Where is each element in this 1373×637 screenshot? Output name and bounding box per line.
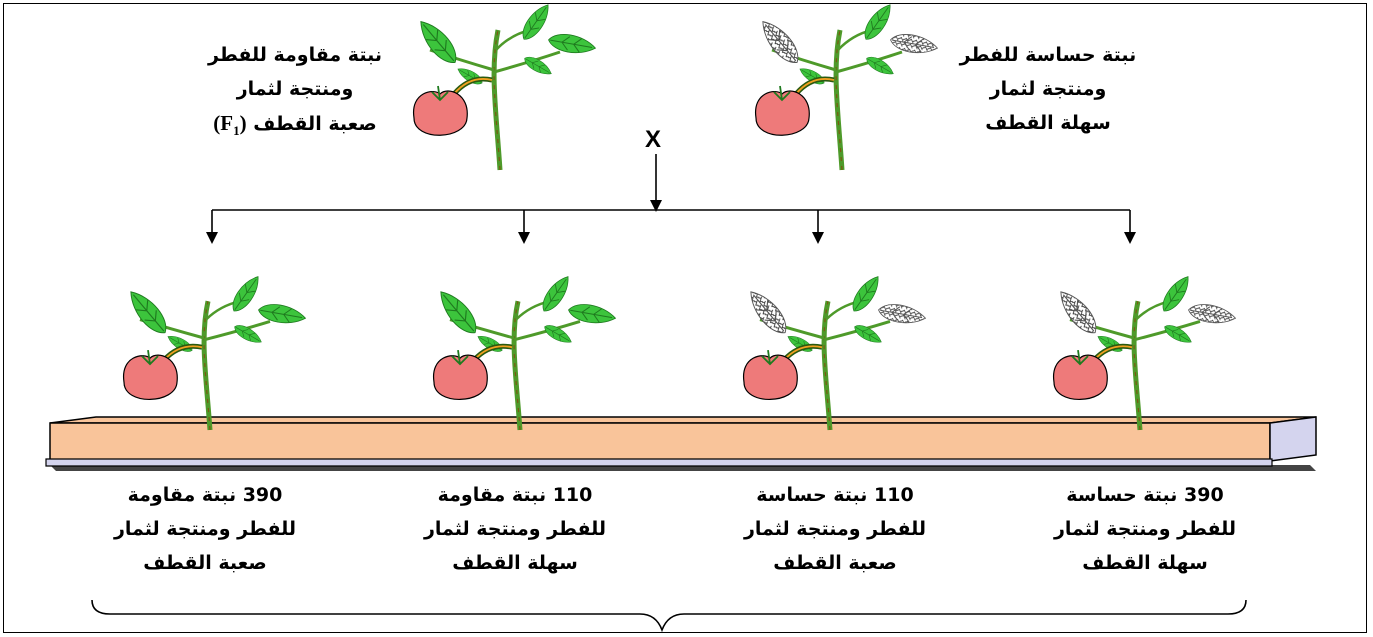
- leaf-left-icon: [122, 285, 174, 340]
- leaf-top-icon: [1157, 271, 1195, 316]
- parent-left-label: نبتة مقاومة للفطر ومنتجة لثمار صعبة القط…: [180, 38, 410, 148]
- offspring-4-count: 390: [1184, 484, 1224, 506]
- offspring-1-line-1: 390 نبتة مقاومة: [70, 478, 340, 512]
- plant-stem: [821, 300, 833, 431]
- offspring-2-line-1-text: نبتة مقاومة: [437, 484, 547, 506]
- tomato-plant-offspring-1: [122, 271, 308, 431]
- offspring-3-count: 110: [874, 484, 914, 506]
- infected-leaf-icon: [742, 285, 794, 340]
- generation-label-letter: (F: [213, 111, 234, 135]
- tomato-plant-offspring-2: [432, 271, 618, 431]
- offspring-2-line-2: للفطر ومنتجة لثمار: [423, 518, 607, 540]
- offspring-4-line-3: سهلة القطف: [1082, 552, 1208, 574]
- plant-stem: [201, 300, 213, 431]
- offspring-2-count: 110: [552, 484, 593, 506]
- infected-leaf-icon: [1052, 285, 1104, 340]
- tomato-fruit-icon: [433, 354, 488, 401]
- diagram-frame: [3, 3, 1367, 633]
- plant-stem: [511, 300, 523, 431]
- cross-symbol: X: [645, 126, 662, 153]
- leaf-top-icon: [847, 271, 885, 316]
- leaf-top-icon: [859, 0, 897, 45]
- offspring-1-line-3: صعبة القطف: [143, 552, 267, 574]
- tomato-plant-parent-left: [412, 0, 598, 171]
- fruit-stalk-stripe: [795, 78, 835, 95]
- parent-left-line-2: ومنتجة لثمار: [236, 78, 354, 100]
- parent-right-line-3: سهلة القطف: [985, 112, 1111, 134]
- offspring-arrows: [206, 210, 1136, 244]
- offspring-4-line-1: 390 نبتة حساسة: [1010, 478, 1280, 512]
- tomato-calyx-icon: [141, 350, 159, 366]
- parent-right-line-1: نبتة حساسة للفطر: [959, 44, 1137, 66]
- offspring-1-count: 390: [242, 484, 283, 506]
- parent-left-line-3: صعبة القطف (F1): [180, 106, 410, 148]
- offspring-3-line-2: للفطر ومنتجة لثمار: [743, 518, 927, 540]
- leaf-top-icon: [517, 0, 555, 45]
- offspring-4-line-2: للفطر ومنتجة لثمار: [1053, 518, 1237, 540]
- plant-stem: [1131, 300, 1143, 431]
- tomato-plant-offspring-3: [742, 271, 928, 431]
- tomato-calyx-icon: [451, 350, 469, 366]
- offspring-2-line-3: سهلة القطف: [452, 552, 578, 574]
- offspring-3-line-3: صعبة القطف: [773, 552, 897, 574]
- tomato-calyx-icon: [1071, 350, 1089, 366]
- leaf-middle-icon: [863, 53, 897, 79]
- offspring-1-line-1-text: نبتة مقاومة: [127, 484, 237, 506]
- offspring-1-label: 390 نبتة مقاومة للفطر ومنتجة لثمار صعبة …: [70, 478, 340, 580]
- infected-leaf-icon: [754, 14, 806, 70]
- tomato-fruit-icon: [743, 354, 798, 401]
- offspring-3-line-1: 110 نبتة حساسة: [700, 478, 970, 512]
- offspring-2-label: 110 نبتة مقاومة للفطر ومنتجة لثمار سهلة …: [380, 478, 650, 580]
- ground-board: [45, 416, 1317, 471]
- tomato-calyx-icon: [773, 85, 791, 102]
- leaf-top-icon: [227, 271, 265, 316]
- cross-down-arrow: [650, 200, 662, 212]
- tomato-fruit-icon: [1053, 354, 1108, 401]
- leaf-left-icon: [412, 14, 464, 70]
- plants-layer: [122, 0, 1238, 431]
- parent-left-line-3-text: صعبة القطف: [253, 113, 377, 135]
- tomato-plant-offspring-4: [1052, 271, 1238, 431]
- plant-stem-texture: [493, 29, 501, 171]
- tomato-calyx-icon: [761, 350, 779, 366]
- offspring-4-line-1-text: نبتة حساسة: [1066, 484, 1178, 506]
- tomato-plant-parent-right: [754, 0, 940, 171]
- tomato-calyx-icon: [431, 85, 449, 102]
- parent-right-line-2: ومنتجة لثمار: [989, 78, 1107, 100]
- leaf-middle-icon: [521, 53, 555, 79]
- parent-right-label: نبتة حساسة للفطر ومنتجة لثمار سهلة القطف: [938, 38, 1158, 140]
- offspring-3-line-1-text: نبتة حساسة: [756, 484, 868, 506]
- offspring-4-label: 390 نبتة حساسة للفطر ومنتجة لثمار سهلة ا…: [1010, 478, 1280, 580]
- offspring-2-line-1: 110 نبتة مقاومة: [380, 478, 650, 512]
- plant-stem-texture: [835, 29, 843, 171]
- generation-label-close: ): [239, 111, 247, 135]
- offspring-1-line-2: للفطر ومنتجة لثمار: [113, 518, 297, 540]
- offspring-3-label: 110 نبتة حساسة للفطر ومنتجة لثمار صعبة ا…: [700, 478, 970, 580]
- tomato-fruit-icon: [123, 354, 178, 401]
- tomato-fruit-icon: [755, 90, 810, 136]
- parent-left-line-1: نبتة مقاومة للفطر: [208, 44, 382, 66]
- offspring-brace: [91, 599, 1247, 633]
- leaf-left-icon: [432, 285, 484, 340]
- generation-label: (F1): [213, 111, 247, 139]
- leaf-top-icon: [537, 271, 575, 316]
- fruit-stalk-stripe: [453, 78, 493, 95]
- tomato-fruit-icon: [413, 90, 468, 136]
- generation-label-sub: 1: [233, 123, 240, 139]
